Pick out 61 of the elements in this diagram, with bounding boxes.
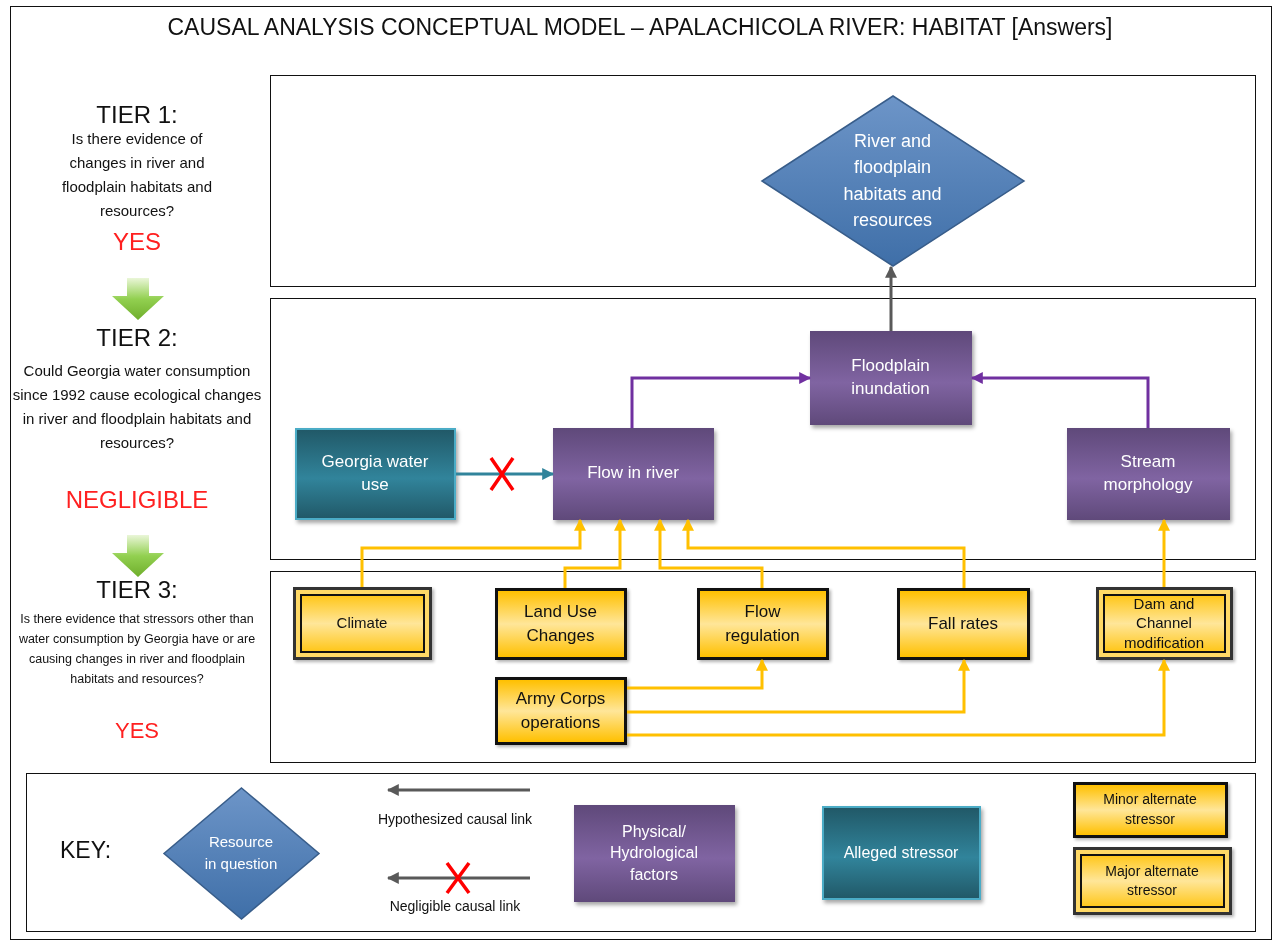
- arrow: [627, 658, 1170, 737]
- tier-panel: [270, 75, 1256, 287]
- stressor-box: [494, 587, 627, 660]
- legend-label: Negligible causal link: [388, 897, 522, 916]
- arrow: [970, 372, 1150, 428]
- arrow: [456, 468, 555, 480]
- tier-panel: [270, 571, 1256, 763]
- stressor-box: [821, 805, 981, 900]
- node-label: Climate: [335, 613, 389, 633]
- arrow: [360, 518, 586, 587]
- node-label: Stream morphology: [1102, 450, 1194, 496]
- stressor-box: [1095, 586, 1233, 660]
- arrow: [682, 518, 966, 588]
- tier-question: Is there evidence of changes in river and floodplain habitats and resources?: [60, 129, 214, 221]
- resource-diamond: [760, 94, 1025, 267]
- tier-heading: TIER 2:: [95, 325, 179, 352]
- node-label: Dam and Channel modification: [1122, 593, 1205, 653]
- tier-answer: NEGLIGIBLE: [64, 487, 210, 514]
- tier-question: Is there evidence that stressors other than water consumption by Georgia have or are causing changes in river and floodplain habitats and resources?: [17, 611, 257, 688]
- stressor-box: [294, 427, 456, 520]
- arrow: [627, 658, 768, 690]
- node-label: Flow in river: [586, 462, 680, 485]
- factor-box: [552, 427, 714, 520]
- node-label: Army Corps operations: [514, 687, 607, 734]
- key-heading: KEY:: [60, 838, 112, 864]
- tier-panel: [270, 298, 1256, 560]
- node-label: Floodplain inundation: [850, 354, 931, 400]
- arrow: [563, 518, 626, 588]
- factor-box: [573, 804, 735, 902]
- resource-diamond: [162, 786, 320, 920]
- tier-question: Could Georgia water consumption since 1992 cause ecological changes in river and floodplain habitats and resources?: [12, 361, 262, 453]
- node-label: Georgia water use: [320, 450, 430, 496]
- factor-box: [1066, 427, 1230, 520]
- tier-heading: TIER 1:: [95, 102, 179, 129]
- key-panel: [26, 773, 1256, 932]
- tier-answer: YES: [114, 719, 160, 744]
- node-label: Alleged stressor: [842, 842, 960, 863]
- node-label: Land Use Changes: [523, 600, 598, 647]
- arrow: [627, 658, 970, 714]
- stressor-box: [292, 586, 432, 660]
- node-label: Major alternate stressor: [1104, 862, 1200, 899]
- tier-answer: YES: [112, 229, 162, 256]
- node-label: Minor alternate stressor: [1102, 789, 1198, 829]
- arrow: [630, 372, 812, 428]
- node-label: Flow regulation: [724, 600, 801, 647]
- arrow: [654, 518, 764, 588]
- arrow: [1158, 518, 1170, 587]
- legend-label: Hypothesized causal link: [376, 810, 534, 829]
- stressor-box: [696, 587, 829, 660]
- tier-heading: TIER 3:: [95, 577, 179, 604]
- stressor-box: [1072, 781, 1228, 838]
- node-label: Fall rates: [927, 612, 999, 635]
- factor-box: [809, 330, 972, 425]
- stressor-box: [494, 676, 627, 745]
- stressor-box: [1072, 846, 1232, 915]
- stressor-box: [896, 587, 1030, 660]
- node-label: Physical/ Hydrological factors: [608, 821, 699, 885]
- diagram-title: CAUSAL ANALYSIS CONCEPTUAL MODEL – APALACHICOLA RIVER: HABITAT [Answers]: [166, 14, 1114, 41]
- node-label: River and floodplain habitats and resources: [842, 130, 943, 232]
- node-label: Resource in question: [203, 832, 279, 874]
- arrow: [885, 265, 897, 331]
